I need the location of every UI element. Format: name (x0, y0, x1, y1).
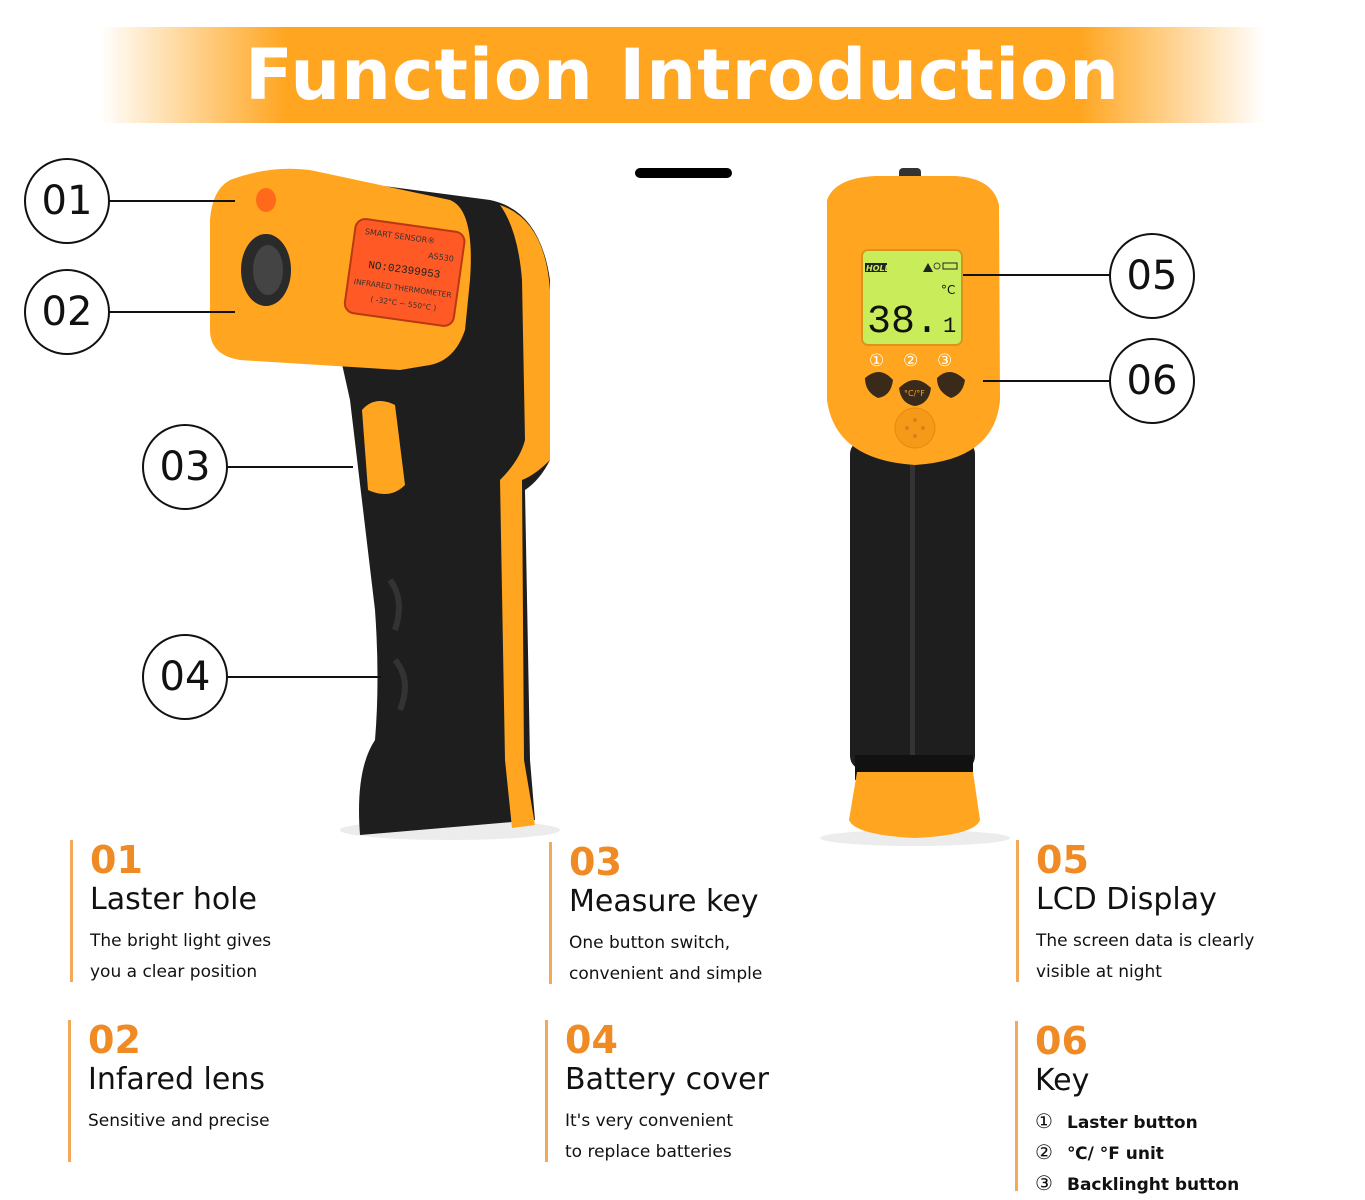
battery-icon (942, 262, 958, 270)
leader-line-05 (963, 274, 1111, 276)
laser-button[interactable] (865, 371, 893, 398)
temperature-unit: °C (941, 283, 955, 297)
divider (635, 168, 732, 178)
feature-desc-line: convenient and simple (569, 964, 763, 984)
feature-04: 04 Battery cover It's very convenient to… (545, 1020, 769, 1162)
feature-desc-line: The screen data is clearly (1036, 931, 1255, 951)
leader-line-02 (108, 311, 235, 313)
unit-button-label: °C/°F (904, 389, 925, 398)
button-number-3: ③ (937, 351, 952, 371)
feature-01: 01 Laster hole The bright light gives yo… (70, 840, 271, 982)
callout-03: 03 (142, 424, 228, 510)
feature-number: 06 (1035, 1019, 1088, 1063)
feature-desc-line: The bright light gives (90, 931, 272, 951)
unit-button[interactable] (899, 380, 931, 406)
title-banner: Function Introduction (100, 27, 1265, 123)
leader-line-06 (983, 380, 1111, 382)
button-number-2: ② (903, 351, 918, 371)
feature-title: Infared lens (88, 1062, 265, 1097)
feature-03: 03 Measure key One button switch, conven… (549, 842, 762, 984)
callout-02: 02 (24, 269, 110, 355)
feature-desc-line: you a clear position (90, 962, 258, 982)
callout-06: 06 (1109, 338, 1195, 424)
backlight-button[interactable] (937, 371, 965, 398)
feature-desc-line: visible at night (1036, 962, 1162, 982)
page-title: Function Introduction (244, 34, 1120, 116)
feature-02: 02 Infared lens Sensitive and precise (68, 1020, 270, 1162)
feature-number: 02 (88, 1018, 141, 1062)
feature-05: 05 LCD Display The screen data is clearl… (1016, 840, 1254, 982)
feature-title: Laster hole (90, 882, 257, 917)
feature-number: 01 (90, 838, 143, 882)
temperature-decimal: 1 (943, 314, 956, 339)
feature-number: 04 (565, 1018, 618, 1062)
feature-title: LCD Display (1036, 882, 1217, 917)
leader-line-04 (226, 676, 381, 678)
feature-title: Battery cover (565, 1062, 769, 1097)
feature-title: Key (1035, 1063, 1090, 1098)
callout-04: 04 (142, 634, 228, 720)
feature-desc-line: It's very convenient (565, 1111, 734, 1131)
callout-05: 05 (1109, 233, 1195, 319)
feature-number: 05 (1036, 838, 1089, 882)
feature-desc-line: Sensitive and precise (88, 1111, 270, 1131)
feature-desc-line: One button switch, (569, 933, 731, 953)
thermometer-front-view: HOLD 38. °C 1 ① ② ③ °C/°F (820, 168, 1010, 846)
feature-desc-line: to replace batteries (565, 1142, 732, 1162)
temperature-reading: 38. (867, 300, 939, 345)
hold-indicator: HOLD (866, 264, 892, 273)
feature-number: 03 (569, 840, 622, 884)
button-number-1: ① (869, 351, 884, 371)
key-item: ②℃/ °F unit (1035, 1140, 1164, 1164)
callout-01: 01 (24, 158, 110, 244)
feature-title: Measure key (569, 884, 759, 919)
thermometer-side-view: SMART SENSOR® AS530 NO:02399953 INFRARED… (210, 168, 560, 840)
laser-warning-icon (923, 263, 933, 272)
bulb-icon (933, 262, 941, 270)
leader-line-03 (226, 466, 353, 468)
model-label: AS530 (428, 251, 455, 264)
leader-line-01 (108, 200, 235, 202)
